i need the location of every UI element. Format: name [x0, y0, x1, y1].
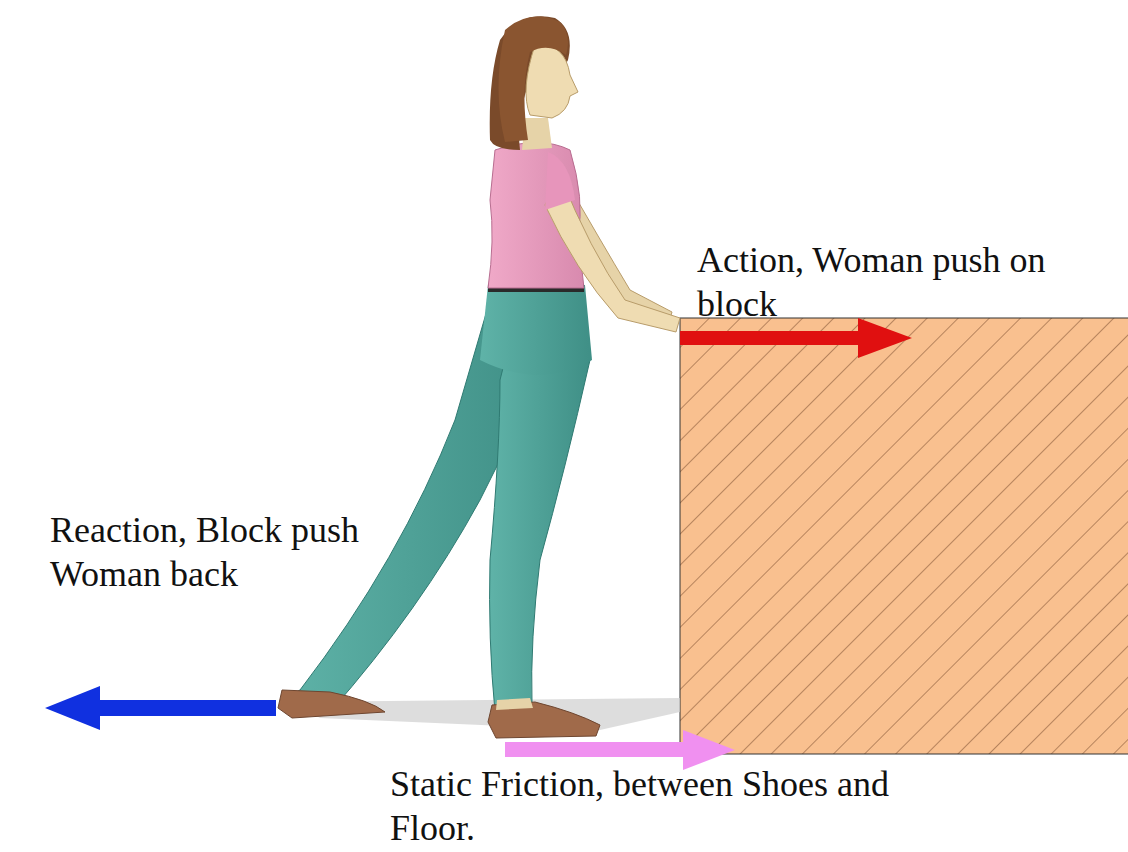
reaction-label: Reaction, Block push Woman back: [50, 508, 380, 596]
woman-figure: [278, 16, 680, 738]
block: [680, 318, 1128, 754]
friction-label: Static Friction, between Shoes and Floor…: [390, 762, 890, 850]
reaction-force-arrow: [45, 686, 276, 730]
action-label: Action, Woman push on block: [697, 238, 1057, 326]
